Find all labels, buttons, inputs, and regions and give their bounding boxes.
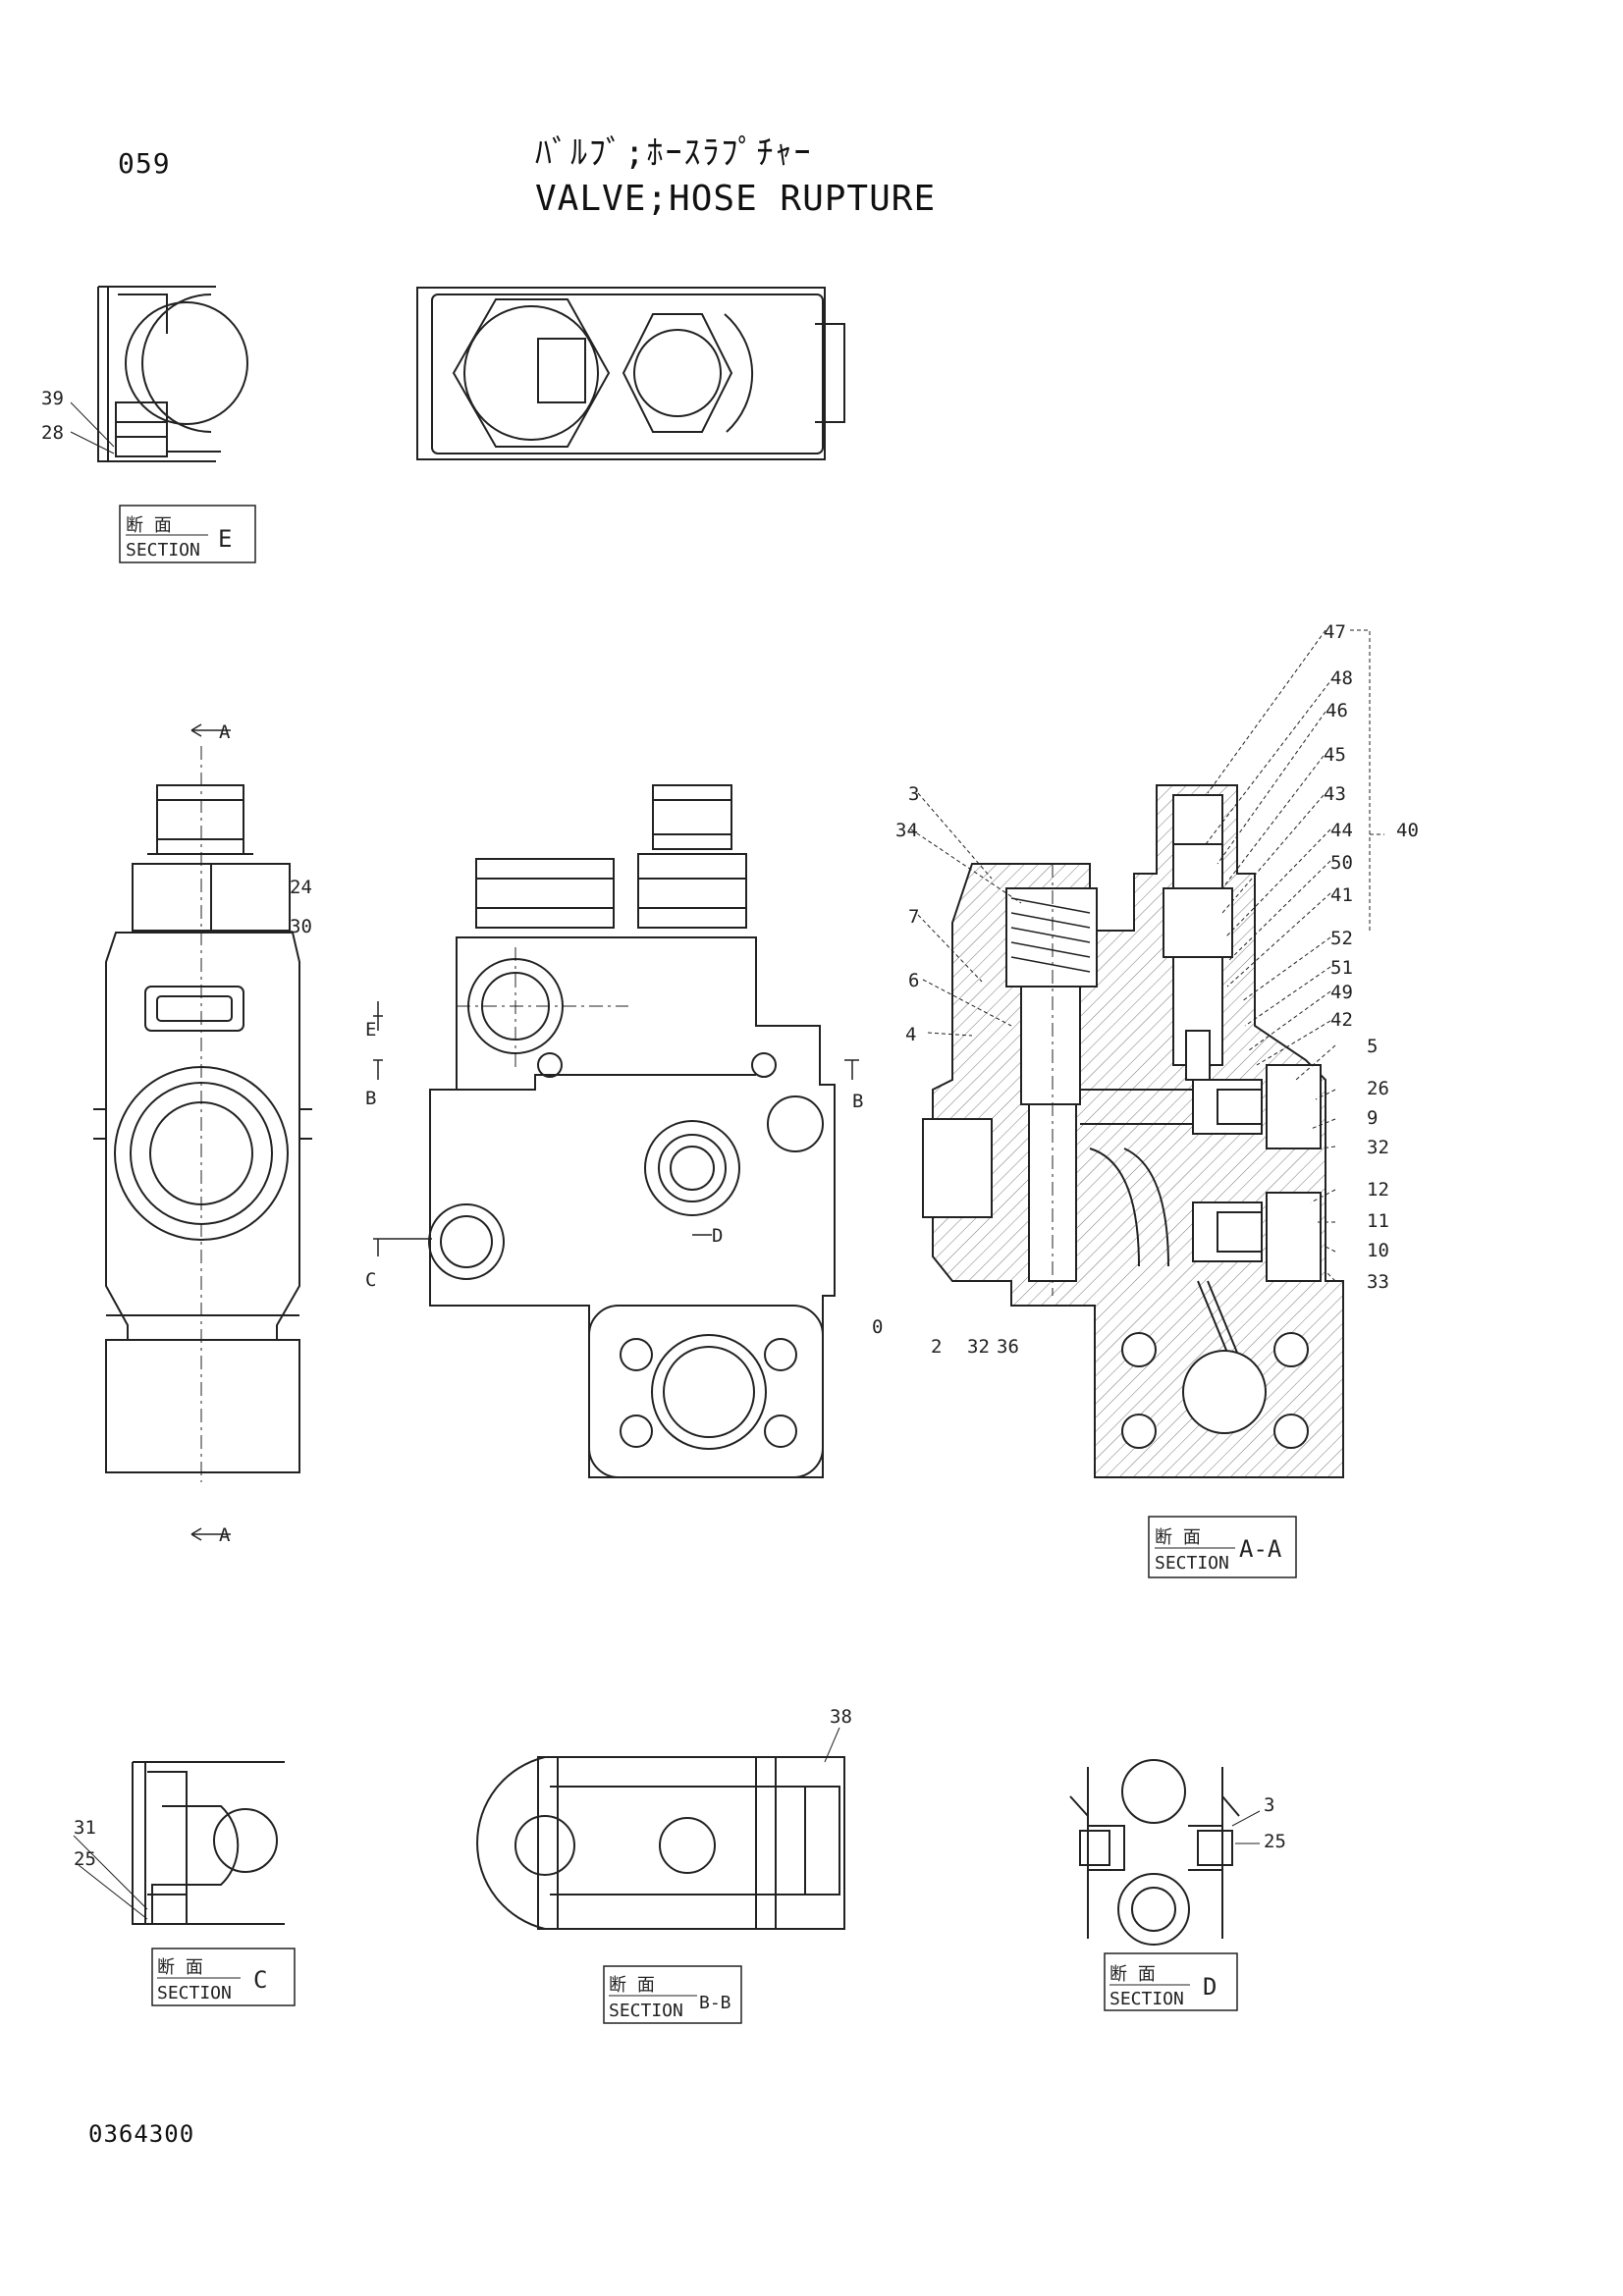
view-marker-b-left: B — [365, 1088, 376, 1109]
section-bb-letter: B-B — [699, 1993, 731, 2013]
callout-3: 3 — [908, 783, 919, 805]
view-marker-d: D — [712, 1225, 723, 1247]
drawing-number: 0364300 — [88, 2120, 195, 2148]
section-d-en: SECTION — [1109, 1989, 1184, 2009]
section-c-letter: C — [253, 1966, 267, 1994]
section-d-letter: D — [1203, 1973, 1217, 2001]
section-c-en: SECTION — [157, 1983, 232, 2003]
section-c-jp: 断 面 — [157, 1957, 203, 1978]
callout-50: 50 — [1330, 852, 1353, 874]
title-english: VALVE;HOSE RUPTURE — [535, 179, 937, 219]
view-marker-a-bottom: A — [219, 1524, 231, 1546]
section-d-view — [1069, 1759, 1261, 1946]
callout-10: 10 — [1367, 1240, 1389, 1261]
left-elevation-view — [93, 746, 312, 1482]
section-aa-en: SECTION — [1155, 1553, 1229, 1574]
callout-6: 6 — [908, 970, 919, 991]
callout-46: 46 — [1325, 700, 1348, 721]
section-c-view — [73, 1761, 285, 1925]
callout-45: 45 — [1324, 744, 1346, 766]
callout-2: 2 — [931, 1336, 942, 1358]
section-boxes — [119, 505, 1297, 2024]
title-japanese: ﾊﾞﾙﾌﾞ;ﾎｰｽﾗﾌﾟﾁｬｰ — [535, 133, 813, 173]
view-marker-c: C — [365, 1269, 376, 1291]
callout-3-section-d: 3 — [1264, 1794, 1274, 1816]
callout-32: 32 — [1367, 1137, 1389, 1158]
callout-25: 25 — [74, 1848, 96, 1870]
callout-34: 34 — [895, 820, 918, 841]
callout-48: 48 — [1330, 667, 1353, 689]
callout-43: 43 — [1324, 783, 1346, 805]
callout-24: 24 — [290, 877, 312, 898]
aa-leaders — [910, 629, 1384, 1282]
callout-44: 44 — [1330, 820, 1353, 841]
center-elevation-view — [428, 784, 836, 1478]
page-number: 059 — [118, 147, 171, 180]
callout-41: 41 — [1330, 884, 1353, 906]
callout-11: 11 — [1367, 1210, 1389, 1232]
callout-12: 12 — [1367, 1179, 1389, 1201]
section-aa-letter: A-A — [1239, 1535, 1282, 1563]
callout-5: 5 — [1367, 1036, 1378, 1057]
callout-51: 51 — [1330, 957, 1353, 979]
section-d-jp: 断 面 — [1109, 1964, 1156, 1985]
callout-38: 38 — [830, 1706, 852, 1728]
callout-0: 0 — [872, 1316, 883, 1338]
view-marker-e: E — [365, 1019, 376, 1041]
cut-markers — [190, 723, 859, 1541]
callout-4: 4 — [905, 1024, 916, 1045]
callout-47: 47 — [1324, 621, 1346, 643]
callout-49: 49 — [1330, 982, 1353, 1003]
callout-30: 30 — [290, 916, 312, 937]
view-marker-a-top: A — [219, 721, 231, 743]
top-view — [416, 287, 845, 460]
view-marker-b-right: B — [852, 1091, 863, 1112]
callout-31: 31 — [74, 1817, 96, 1839]
callout-36: 36 — [997, 1336, 1019, 1358]
callout-26: 26 — [1367, 1078, 1389, 1099]
callout-25-section-d: 25 — [1264, 1831, 1286, 1852]
section-e-letter: E — [218, 525, 232, 553]
callout-42: 42 — [1330, 1009, 1353, 1031]
section-e-en: SECTION — [126, 540, 200, 561]
callout-9: 9 — [1367, 1107, 1378, 1129]
section-e-view — [70, 286, 248, 462]
callout-52: 52 — [1330, 928, 1353, 949]
section-aa-jp: 断 面 — [1155, 1527, 1201, 1548]
section-aa-view — [922, 784, 1344, 1478]
section-bb-view — [476, 1727, 845, 1930]
section-bb-jp: 断 面 — [609, 1975, 655, 1996]
callout-33: 33 — [1367, 1271, 1389, 1293]
callout-28: 28 — [41, 422, 64, 444]
callout-7: 7 — [908, 906, 919, 928]
callout-39: 39 — [41, 388, 64, 409]
section-e-jp: 断 面 — [126, 515, 172, 536]
callout-32-bottom: 32 — [967, 1336, 990, 1358]
section-bb-en: SECTION — [609, 2001, 683, 2021]
callout-40: 40 — [1396, 820, 1419, 841]
